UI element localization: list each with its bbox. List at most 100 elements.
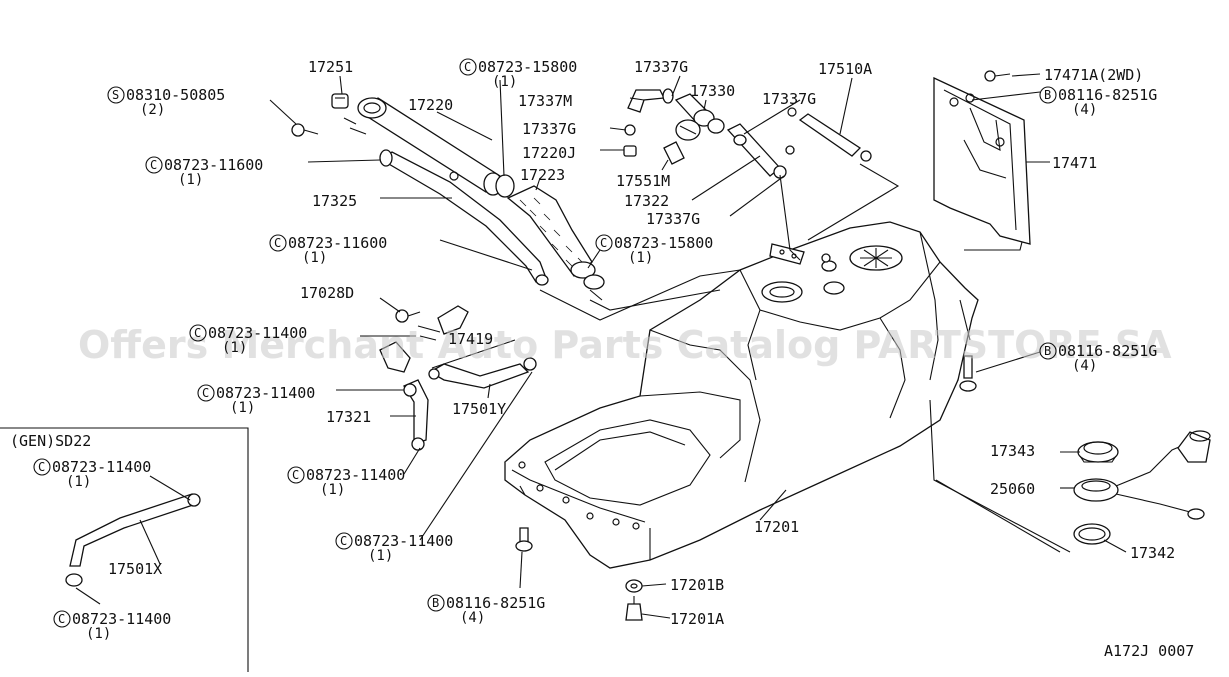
diagram-code: A172J 0007 <box>1104 642 1194 660</box>
callout-prefix-circle <box>145 156 163 174</box>
callout-17201b: 17201B <box>670 576 724 594</box>
callout-17419: 17419 <box>448 330 493 348</box>
part-number: 08310-50805 <box>126 86 225 104</box>
part-quantity: (4) <box>460 610 485 626</box>
callout-17343: 17343 <box>990 442 1035 460</box>
callout-08723-11600: C 08723-11600(1) <box>145 156 263 188</box>
part-number: 17337G <box>762 90 816 108</box>
part-number: 08723-11600 <box>164 156 263 174</box>
part-quantity: (1) <box>222 340 247 356</box>
part-number: 08723-11400 <box>306 466 405 484</box>
callout-prefix-circle <box>335 532 353 550</box>
callout-17337g: 17337G <box>762 90 816 108</box>
callout-17201a: 17201A <box>670 610 724 628</box>
part-number: 17322 <box>624 192 669 210</box>
callout-17251: 17251 <box>308 58 353 76</box>
part-number: 17342 <box>1130 544 1175 562</box>
part-number: 17251 <box>308 58 353 76</box>
part-number: 08723-11400 <box>72 610 171 628</box>
callout-prefix: C <box>38 460 45 474</box>
part-number: 17201B <box>670 576 724 594</box>
callout-17337g: 17337G <box>634 58 688 76</box>
part-quantity: (1) <box>178 172 203 188</box>
part-number: 17330 <box>690 82 735 100</box>
part-number: 08116-8251G <box>1058 342 1157 360</box>
callout-25060: 25060 <box>990 480 1035 498</box>
callout-prefix-circle <box>1039 86 1057 104</box>
part-number: 17337G <box>646 210 700 228</box>
callout-prefix: B <box>432 596 439 610</box>
callout-17220: 17220 <box>408 96 453 114</box>
callout-17510a: 17510A <box>818 60 872 78</box>
part-number: 08723-11400 <box>216 384 315 402</box>
callout-prefix: C <box>600 236 607 250</box>
part-quantity: (4) <box>1072 102 1097 118</box>
callout-prefix-circle <box>197 384 215 402</box>
part-number: 17510A <box>818 60 872 78</box>
callout-17220j: 17220J <box>522 144 576 162</box>
callout-prefix-circle <box>107 86 125 104</box>
callout-17322: 17322 <box>624 192 669 210</box>
part-number: 08723-15800 <box>614 234 713 252</box>
heat-shield-drawing <box>933 70 1031 245</box>
callout-prefix-circle <box>1039 342 1057 360</box>
callout-prefix-circle <box>269 234 287 252</box>
part-quantity: (1) <box>230 400 255 416</box>
callout-17028d: 17028D <box>300 284 354 302</box>
inset-panel <box>0 427 249 672</box>
part-number: 17337G <box>634 58 688 76</box>
callout-17551m: 17551M <box>616 172 670 190</box>
part-number: 17471A(2WD) <box>1044 66 1143 84</box>
callout-prefix-circle <box>427 594 445 612</box>
callout-prefix-circle <box>53 610 71 628</box>
callout-prefix: C <box>150 158 157 172</box>
leader-lines <box>75 73 1127 619</box>
part-quantity: (1) <box>492 74 517 90</box>
part-number: 08723-11400 <box>354 532 453 550</box>
vent-hoses-drawing <box>623 88 872 265</box>
callout-17342: 17342 <box>1130 544 1175 562</box>
part-number: 08723-11400 <box>208 324 307 342</box>
part-number: 17028D <box>300 284 354 302</box>
callout-prefix: C <box>340 534 347 548</box>
part-number: 17223 <box>520 166 565 184</box>
callout-17471a-2wd-: 17471A(2WD) <box>1044 66 1143 84</box>
callout-17337m: 17337M <box>518 92 572 110</box>
part-number: 17220 <box>408 96 453 114</box>
part-quantity: (1) <box>320 482 345 498</box>
part-number: 17201 <box>754 518 799 536</box>
callout-17321: 17321 <box>326 408 371 426</box>
part-number: 17321 <box>326 408 371 426</box>
callout-08723-11400: C 08723-11400(1) <box>33 458 151 490</box>
part-number: 08723-11400 <box>52 458 151 476</box>
part-number: 17501Y <box>452 400 506 418</box>
part-number: 08723-15800 <box>478 58 577 76</box>
part-number: 17337M <box>518 92 572 110</box>
callout-prefix: S <box>112 88 119 102</box>
mounting-bolts-drawing <box>515 145 977 621</box>
sender-unit-drawing <box>1073 430 1211 545</box>
callout-08310-50805: S 08310-50805(2) <box>107 86 225 118</box>
part-quantity: (1) <box>66 474 91 490</box>
callout-prefix-circle <box>459 58 477 76</box>
callout-17325: 17325 <box>312 192 357 210</box>
callout-17501y: 17501Y <box>452 400 506 418</box>
part-quantity: (2) <box>140 102 165 118</box>
part-number: 08723-11600 <box>288 234 387 252</box>
part-number: 17325 <box>312 192 357 210</box>
callout-prefix-circle <box>287 466 305 484</box>
part-quantity: (1) <box>86 626 111 642</box>
fuel-tank-drawing <box>504 221 979 569</box>
part-quantity: (1) <box>302 250 327 266</box>
part-quantity: (4) <box>1072 358 1097 374</box>
